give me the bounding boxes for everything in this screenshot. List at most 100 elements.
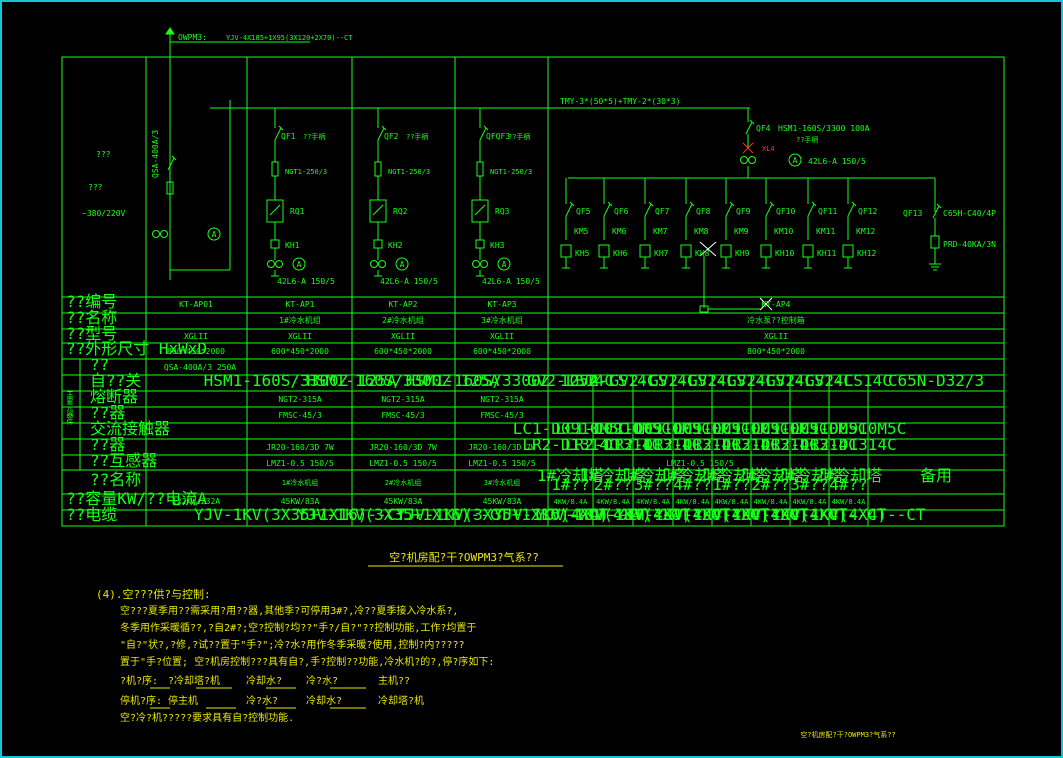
contactor-cell: LC1-D0910M5C xyxy=(513,419,629,438)
cab_name-cell: 2#冷水机组 xyxy=(382,315,424,325)
cab_size-cell: 600*450*2000 xyxy=(271,347,329,356)
relay-cell: JR20-160/3D 7W xyxy=(266,443,334,452)
qf13-spd: PRD-40KA/3N xyxy=(943,240,996,249)
incoming-ammeter-icon xyxy=(207,227,221,241)
contactor-cell: LC1-D0910M5C xyxy=(791,419,907,438)
ap4-loop-top: 2#冷却塔 xyxy=(776,466,843,485)
row-label-12: ??容量KW/??电流A xyxy=(66,489,207,508)
row-label-2: ??型号 xyxy=(66,324,117,343)
branch-ct-1 xyxy=(267,260,275,268)
power-in-cell: 122KW/232A xyxy=(172,497,220,506)
branch-ammeter-2 xyxy=(395,257,409,271)
sub-kh-label: KH10 xyxy=(775,249,794,258)
power-cell: 45KW/83A xyxy=(281,497,320,506)
ap4-xl-label: XL4 xyxy=(762,145,775,153)
contactor-cell: LC1-D0910M5C xyxy=(555,419,671,438)
sub-kh-label: KH7 xyxy=(654,249,669,258)
ap4-loop-top: 2#冷却塔 xyxy=(698,466,765,485)
sub-breaker-6 xyxy=(765,203,773,217)
fuse-cell: NGT2-315A xyxy=(381,395,425,404)
sub-km-label: KM8 xyxy=(694,227,709,236)
cab_name-cell: 3#冷水机组 xyxy=(481,315,523,325)
softstarter-3 xyxy=(471,199,489,223)
branch-breaker-2 xyxy=(377,127,385,141)
notes-last: 空?冷?机?????要求具有自?控制功能. xyxy=(120,711,294,724)
ap4-relay-cell: LR2-D1314C xyxy=(683,435,779,454)
ap4-ct-icon xyxy=(740,156,748,164)
incoming-title: ??? xyxy=(96,150,111,159)
branch-ammeter-3 xyxy=(497,257,511,271)
incoming-ct-icon xyxy=(152,230,160,238)
row-label-3: ??外形尺寸 HxWxD xyxy=(66,339,207,358)
branch-ct-label: 42L6-A 150/5 xyxy=(380,277,438,286)
ap4-note-label: ??手柄 xyxy=(796,135,818,144)
ap4-breaker-cell: GV2-LS14C xyxy=(766,371,853,390)
sub-qf-label: QF5 xyxy=(576,207,591,216)
cab_no-cell: KT-AP3 xyxy=(488,300,517,309)
softstarter-cell: FMSC-45/3 xyxy=(278,411,322,420)
ap4-relay-cell: LR2-D1314C xyxy=(800,435,896,454)
branch-fuse-label: NGT1-250/3 xyxy=(285,168,327,176)
ap4-loop-bot: 2#?? xyxy=(751,475,790,494)
cab_no-cell: KT-AP1 xyxy=(286,300,315,309)
cab_model-cell: XGLII xyxy=(490,332,514,341)
branch-rq-label: RQ3 xyxy=(495,207,510,216)
ap4-relay-cell: LR2-D1314C xyxy=(644,435,740,454)
softstarter-diag xyxy=(372,204,384,216)
ap4-relay-cell: LR2-D1314C xyxy=(761,435,857,454)
isolator-symbol xyxy=(167,157,175,171)
cab_name-cell: 冷水泵??控制箱 xyxy=(747,315,805,325)
ammeter-letter: A xyxy=(502,260,507,269)
branch-ct-3 xyxy=(472,260,480,268)
seq1-item: ?冷却塔?机 xyxy=(168,674,220,687)
breaker-tick xyxy=(936,203,942,209)
ap4-loop-top: 备用 xyxy=(920,466,952,485)
branch-qf-label: QFQF3 xyxy=(486,132,510,141)
sub-km-label: KM12 xyxy=(856,227,875,236)
softstarter-1 xyxy=(266,199,284,223)
softstarter-diag xyxy=(269,204,281,216)
cab_size-cell: 600*450*2000 xyxy=(473,347,531,356)
ap4-cable-cell: YJV-1KV(4X4)--CT xyxy=(576,505,730,524)
thermal-relay-3 xyxy=(475,239,485,249)
contactor-cell: LC1-D0910M5C xyxy=(752,419,868,438)
sub-kh-label: KH11 xyxy=(817,249,836,258)
row-label-4: ?? xyxy=(90,355,109,374)
cab_no-cell: KT-AP4 xyxy=(762,300,791,309)
branch-rq-label: RQ1 xyxy=(290,207,305,216)
sub-km-label: KM7 xyxy=(653,227,668,236)
row-label-7: ??器 xyxy=(90,403,125,422)
breaker-cell: HSM1-160S/3300Z 125A xyxy=(406,371,599,390)
ap4-ct-label: 42L6-A 150/5 xyxy=(808,157,866,166)
ammeter-letter: A xyxy=(212,230,217,239)
ap4-breaker-cell: GV2-LS14C xyxy=(570,371,657,390)
qf13-model: C65H-C40/4P xyxy=(943,209,996,218)
ap4-loop-top: 1#冷却塔 xyxy=(619,466,686,485)
sub-kh-label: KH12 xyxy=(857,249,876,258)
sub-qf-label: QF12 xyxy=(858,207,877,216)
seq2-item: 冷却水? xyxy=(306,694,342,707)
ap4-loop-top: 2#冷却塔 xyxy=(737,466,804,485)
ap4-power-cell: 4KW/8.4A xyxy=(636,498,671,506)
arrow-icon xyxy=(165,27,175,35)
sub-relay-6 xyxy=(760,244,772,258)
ap4-loop-bot: 1#?? xyxy=(551,475,590,494)
sub-relay-7 xyxy=(802,244,814,258)
row-label-8: 交流接触器 xyxy=(90,419,170,438)
notes-line: 置于"手?位置; 空?机房控制???具有自?,手?控制??功能,冷水机?的?,停… xyxy=(120,655,494,668)
ap4-relay-cell: LR2-D1314C xyxy=(522,435,618,454)
branch-kh-label: KH2 xyxy=(388,241,403,250)
ap4-cable-cell: YJV-1KV(4X4)--CT xyxy=(654,505,808,524)
sub-breaker-4 xyxy=(685,203,693,217)
cab_no-cell: KT-AP2 xyxy=(389,300,418,309)
qf13-breaker xyxy=(932,205,940,219)
loop-cell: 2#冷水机组 xyxy=(385,478,421,487)
ap4-power-cell: 4KW/8.4A xyxy=(715,498,750,506)
ap4-cable-cell: YJV-1KV(4X4)--CT xyxy=(615,505,769,524)
ap4-loop-bot: 2#?? xyxy=(594,475,633,494)
ap4-ammeter-icon xyxy=(788,153,802,167)
feeder-label: OWPM3: xyxy=(178,33,207,42)
loop-cell: 1#冷水机组 xyxy=(282,478,318,487)
sub-qf-label: QF6 xyxy=(614,207,629,216)
